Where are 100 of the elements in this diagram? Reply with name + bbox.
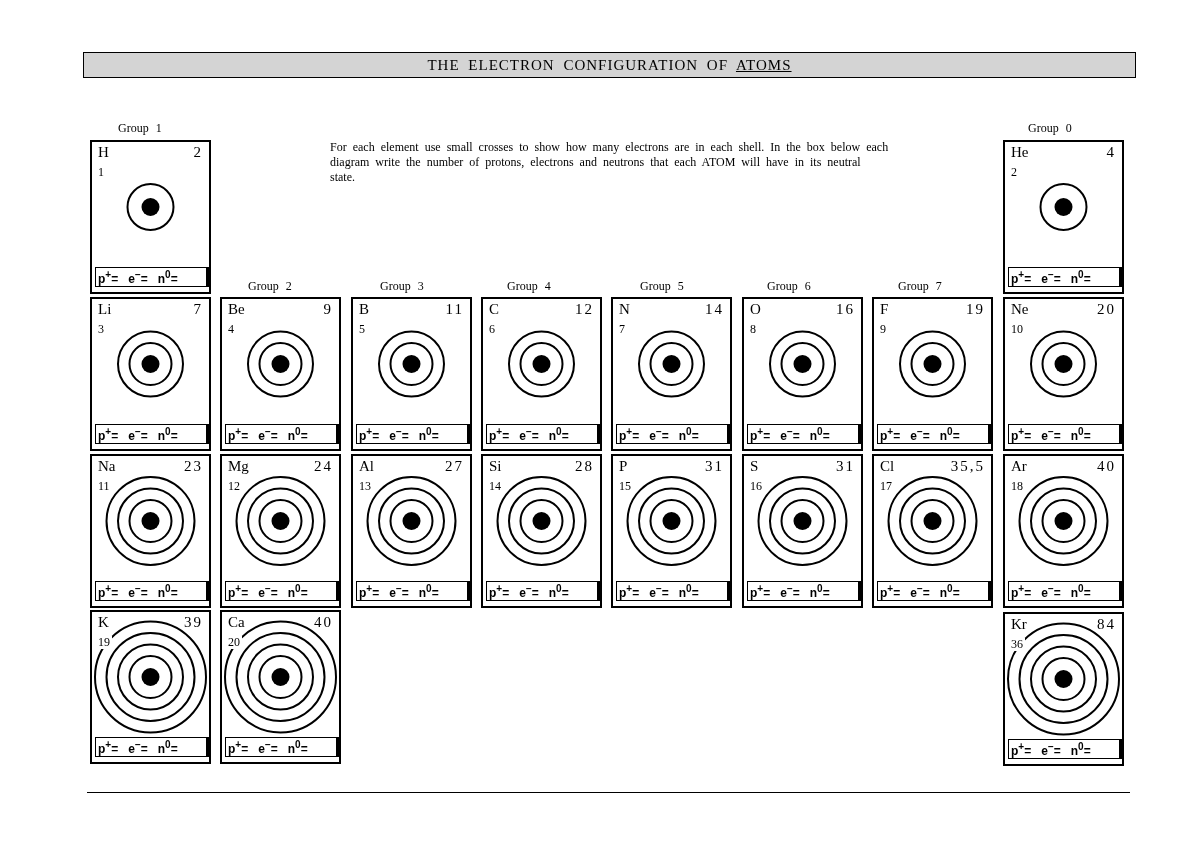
particle-label: n$^{0}$= (809, 582, 830, 600)
particle-label: p$^{+}$= (228, 425, 249, 443)
particle-label: e$^{−}$= (910, 425, 930, 443)
element-card (90, 610, 211, 764)
element-symbol: Ar (1011, 458, 1027, 475)
element-card (611, 297, 732, 451)
group-label: Group 6 (767, 279, 811, 294)
particle-label: p$^{+}$= (98, 582, 119, 600)
element-card (90, 454, 211, 608)
answer-box (95, 267, 210, 287)
mass-number: 35,5 (950, 458, 985, 475)
mass-number: 23 (184, 458, 203, 475)
element-symbol: P (619, 458, 628, 475)
particle-label: p$^{+}$= (228, 582, 249, 600)
particle-label: p$^{+}$= (619, 582, 640, 600)
particle-label: e$^{−}$= (389, 425, 409, 443)
element-card (872, 297, 993, 451)
mass-number: 2 (193, 144, 203, 161)
element-card (872, 454, 993, 608)
atomic-number: 14 (487, 480, 503, 493)
particle-label: n$^{0}$= (548, 582, 569, 600)
mass-number: 27 (445, 458, 464, 475)
mass-number: 31 (836, 458, 855, 475)
element-card (742, 297, 863, 451)
atomic-number: 12 (226, 480, 242, 493)
atomic-number: 17 (878, 480, 894, 493)
particle-label: e$^{−}$= (649, 582, 669, 600)
particle-label: n$^{0}$= (809, 425, 830, 443)
particle-label: e$^{−}$= (258, 425, 278, 443)
particle-label: n$^{0}$= (678, 582, 699, 600)
answer-box (95, 737, 210, 757)
particle-label: n$^{0}$= (548, 425, 569, 443)
element-symbol: Ne (1011, 301, 1029, 318)
particle-label: e$^{−}$= (128, 268, 148, 286)
element-symbol: O (750, 301, 761, 318)
mass-number: 28 (575, 458, 594, 475)
answer-box (356, 581, 471, 601)
particle-label: p$^{+}$= (98, 268, 119, 286)
particle-label: e$^{−}$= (780, 582, 800, 600)
particle-label: e$^{−}$= (258, 582, 278, 600)
element-card (351, 297, 472, 451)
particle-label: n$^{0}$= (939, 582, 960, 600)
particle-label: p$^{+}$= (750, 582, 771, 600)
group-label: Group 2 (248, 279, 292, 294)
answer-box (877, 581, 992, 601)
instruction-text: For each element use small crosses to show how many electrons are in each shell. In the box below each diagram write the number of protons, electrons and neutrons that each ATOM will have in its neutral state. (330, 140, 890, 185)
group-label: Group 1 (118, 121, 162, 136)
particle-label: n$^{0}$= (157, 738, 178, 756)
answer-box (95, 424, 210, 444)
particle-label: p$^{+}$= (1011, 425, 1032, 443)
particle-label: n$^{0}$= (1070, 425, 1091, 443)
mass-number: 40 (314, 614, 333, 631)
element-symbol: Kr (1011, 616, 1027, 633)
particle-label: n$^{0}$= (939, 425, 960, 443)
answer-box (486, 424, 601, 444)
element-card (481, 297, 602, 451)
atomic-number: 16 (748, 480, 764, 493)
mass-number: 12 (575, 301, 594, 318)
particle-label: p$^{+}$= (489, 582, 510, 600)
element-symbol: B (359, 301, 369, 318)
element-symbol: Ca (228, 614, 245, 631)
atomic-number: 11 (96, 480, 112, 493)
mass-number: 20 (1097, 301, 1116, 318)
atomic-number: 8 (748, 323, 758, 336)
particle-label: p$^{+}$= (98, 738, 119, 756)
element-symbol: Cl (880, 458, 895, 475)
answer-box (356, 424, 471, 444)
group-label: Group 5 (640, 279, 684, 294)
particle-label: e$^{−}$= (128, 425, 148, 443)
particle-label: n$^{0}$= (157, 268, 178, 286)
particle-label: p$^{+}$= (1011, 268, 1032, 286)
particle-label: n$^{0}$= (157, 425, 178, 443)
element-symbol: Li (98, 301, 112, 318)
answer-box (616, 424, 731, 444)
particle-label: e$^{−}$= (1041, 268, 1061, 286)
group-label: Group 4 (507, 279, 551, 294)
answer-box (95, 581, 210, 601)
atomic-number: 4 (226, 323, 236, 336)
element-symbol: F (880, 301, 889, 318)
answer-box (747, 424, 862, 444)
particle-label: p$^{+}$= (750, 425, 771, 443)
group-label: Group 3 (380, 279, 424, 294)
atomic-number: 19 (96, 636, 112, 649)
answer-box (225, 581, 340, 601)
atomic-number: 36 (1009, 638, 1025, 651)
element-card (611, 454, 732, 608)
particle-label: p$^{+}$= (1011, 740, 1032, 758)
particle-label: e$^{−}$= (780, 425, 800, 443)
mass-number: 4 (1106, 144, 1116, 161)
mass-number: 7 (193, 301, 203, 318)
particle-label: e$^{−}$= (1041, 582, 1061, 600)
element-card (90, 140, 211, 294)
element-symbol: He (1011, 144, 1029, 161)
mass-number: 39 (184, 614, 203, 631)
particle-label: e$^{−}$= (128, 738, 148, 756)
answer-box (486, 581, 601, 601)
particle-label: p$^{+}$= (1011, 582, 1032, 600)
mass-number: 24 (314, 458, 333, 475)
particle-label: p$^{+}$= (880, 582, 901, 600)
atomic-number: 1 (96, 166, 106, 179)
